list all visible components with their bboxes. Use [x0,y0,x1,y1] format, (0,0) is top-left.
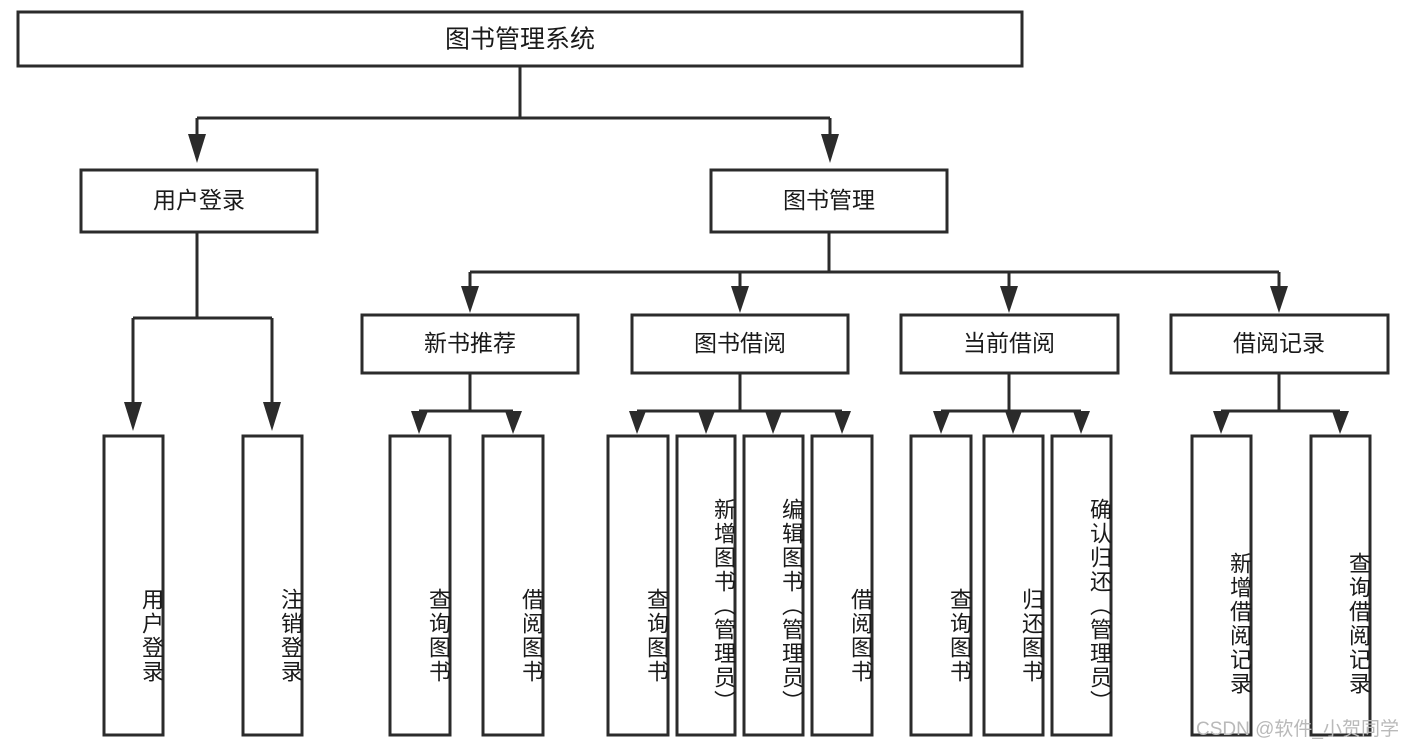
leaf-confirm-return-admin-box[interactable] [1050,434,1113,737]
leaf-borrow-book-rec-box[interactable] [481,434,545,737]
node-user-login-label: 用户登录 [153,187,245,213]
csdn-watermark: CSDN @软件_小贺同学 [1196,719,1399,740]
leaf-add-book-admin-box[interactable] [675,434,737,737]
connector-borrow-record-to-leaves [1213,373,1349,434]
node-user-login-box[interactable] [79,168,319,234]
arrow-head-icon [765,411,782,434]
arrow-head-icon [821,134,839,163]
connector-book-borrow-to-leaves [629,373,851,434]
arrow-head-icon [1005,411,1022,434]
node-book-borrow-label: 图书借阅 [694,330,786,356]
leaf-edit-book-admin-box[interactable] [742,434,805,737]
node-root-label: 图书管理系统 [445,26,595,54]
node-borrow-record-label: 借阅记录 [1233,330,1325,356]
leaf-borrow-book-box[interactable] [810,434,874,737]
node-book-manage[interactable]: 图书管理 [709,168,949,234]
arrow-head-icon [698,411,715,434]
arrow-head-icon [263,402,281,431]
leaf-return-book-box[interactable] [982,434,1045,737]
connector-root-to-level2 [188,66,839,163]
arrow-head-icon [1000,286,1018,313]
node-current-borrow[interactable]: 当前借阅 [899,313,1120,375]
leaf-query-book-borrow-box[interactable] [606,434,670,737]
node-book-borrow[interactable]: 图书借阅 [630,313,850,375]
connector-book-manage-to-level3 [461,232,1288,313]
leaf-add-borrow-record-box[interactable] [1190,434,1253,737]
node-borrow-record-box[interactable] [1169,313,1390,375]
connector-user-login-to-leaves [124,232,281,431]
arrow-head-icon [933,411,950,434]
node-root-box[interactable] [16,10,1024,68]
connector-current-borrow-to-leaves [933,373,1090,434]
leaf-query-book-current-box[interactable] [909,434,973,737]
node-root[interactable]: 图书管理系统 [16,10,1024,68]
arrow-head-icon [124,402,142,431]
node-new-book-recommend-label: 新书推荐 [424,330,516,356]
arrow-head-icon [1270,286,1288,313]
arrow-head-icon [461,286,479,313]
node-book-borrow-box[interactable] [630,313,850,375]
node-borrow-record[interactable]: 借阅记录 [1169,313,1390,375]
arrow-head-icon [731,286,749,313]
leaf-logout-box[interactable] [241,434,304,737]
leaf-query-borrow-record-box[interactable] [1309,434,1372,737]
node-user-login[interactable]: 用户登录 [79,168,319,234]
arrow-head-icon [1073,411,1090,434]
connector-new-book-rec-to-leaves [411,373,522,434]
arrow-head-icon [188,134,206,163]
node-book-manage-box[interactable] [709,168,949,234]
arrow-head-icon [505,411,522,434]
arrow-head-icon [834,411,851,434]
node-current-borrow-box[interactable] [899,313,1120,375]
arrow-head-icon [1332,411,1349,434]
arrow-head-icon [629,411,646,434]
leaf-user-login-box[interactable] [102,434,165,737]
node-new-book-recommend[interactable]: 新书推荐 [360,313,580,375]
arrow-head-icon [1213,411,1230,434]
arrow-head-icon [411,411,428,434]
leaf-query-book-rec-box[interactable] [388,434,452,737]
node-book-manage-label: 图书管理 [783,187,875,213]
node-current-borrow-label: 当前借阅 [963,330,1055,356]
node-new-book-recommend-box[interactable] [360,313,580,375]
leaf-node-boxes [102,434,1372,737]
